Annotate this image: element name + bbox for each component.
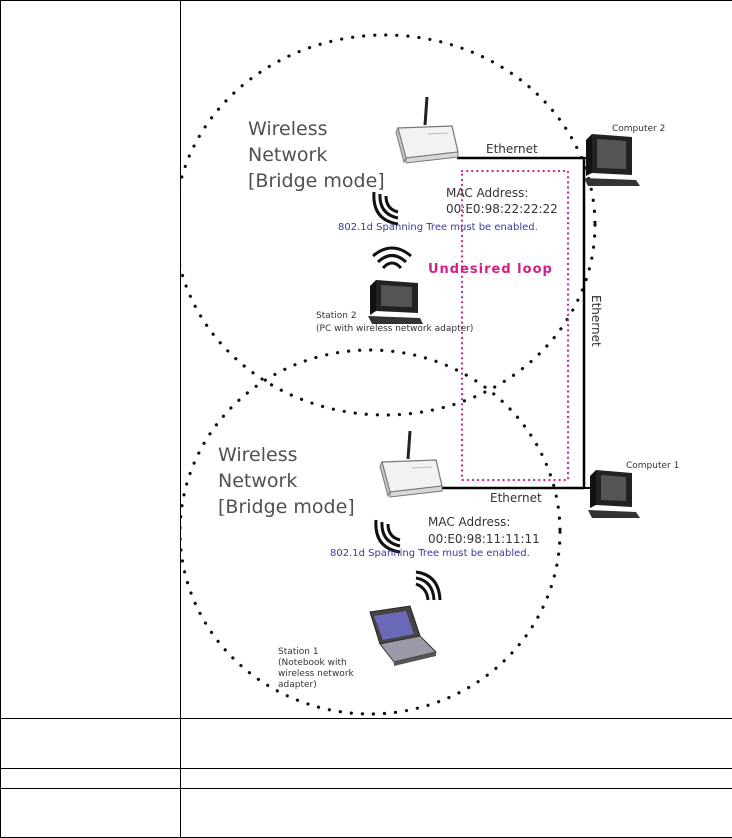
signal-arcs-station1-icon xyxy=(416,572,440,600)
table-cell-left xyxy=(1,719,181,769)
top-mac-value: 00:E0:98:22:22:22 xyxy=(446,202,558,216)
station2-label-line1: Station 2 xyxy=(316,311,357,321)
bottom-network-label-line2: Network xyxy=(218,470,297,492)
station1-notebook-icon xyxy=(370,606,436,666)
bottom-mac-value: 00:E0:98:11:11:11 xyxy=(428,532,540,546)
computer1-label: Computer 1 xyxy=(626,461,679,471)
table-row xyxy=(1,719,732,769)
table-cell-right xyxy=(181,769,732,789)
table-row xyxy=(1,789,732,838)
table-cell-right xyxy=(181,719,732,769)
bottom-mac-label: MAC Address: xyxy=(428,515,510,529)
computer1-icon xyxy=(588,470,640,518)
signal-arcs-station2-icon xyxy=(373,248,411,268)
ethernet-top-label: Ethernet xyxy=(486,142,538,156)
table-cell-left xyxy=(1,769,181,789)
top-mac-label: MAC Address: xyxy=(446,186,528,200)
station1-label-line2: (Notebook with xyxy=(278,658,347,668)
station1-label-line3: wireless network xyxy=(278,669,355,679)
top-spanning-note: 802.1d Spanning Tree must be enabled. xyxy=(338,222,538,233)
station1-label-line1: Station 1 xyxy=(278,647,319,657)
access-point-top-icon xyxy=(396,97,458,163)
bottom-network-label-line1: Wireless xyxy=(218,444,298,466)
computer2-icon xyxy=(584,134,640,186)
signal-arcs-top-ap-icon xyxy=(374,192,398,224)
table-row xyxy=(1,769,732,789)
top-network-label-line1: Wireless xyxy=(248,118,328,140)
station2-label-line2: (PC with wireless network adapter) xyxy=(316,324,473,334)
undesired-loop-rect xyxy=(462,171,568,480)
network-diagram-svg: Wireless Network [Bridge mode] Ethernet … xyxy=(180,0,732,718)
ethernet-vertical-label: Ethernet xyxy=(589,295,603,347)
table-cell-left xyxy=(1,789,181,838)
undesired-loop-label: Undesired loop xyxy=(428,262,553,277)
station1-label-line4: adapter) xyxy=(278,680,317,690)
top-network-label-line3: [Bridge mode] xyxy=(248,170,385,192)
table-cell-right xyxy=(181,789,732,838)
bottom-network-label-line3: [Bridge mode] xyxy=(218,496,355,518)
ethernet-bottom-label: Ethernet xyxy=(490,491,542,505)
network-diagram: Wireless Network [Bridge mode] Ethernet … xyxy=(180,0,732,718)
top-network-label-line2: Network xyxy=(248,144,327,166)
station2-pc-icon xyxy=(368,280,423,324)
access-point-bottom-icon xyxy=(380,431,442,497)
diagram-left-cell xyxy=(1,1,181,719)
computer2-label: Computer 2 xyxy=(612,124,665,134)
bottom-spanning-note: 802.1d Spanning Tree must be enabled. xyxy=(330,548,530,559)
